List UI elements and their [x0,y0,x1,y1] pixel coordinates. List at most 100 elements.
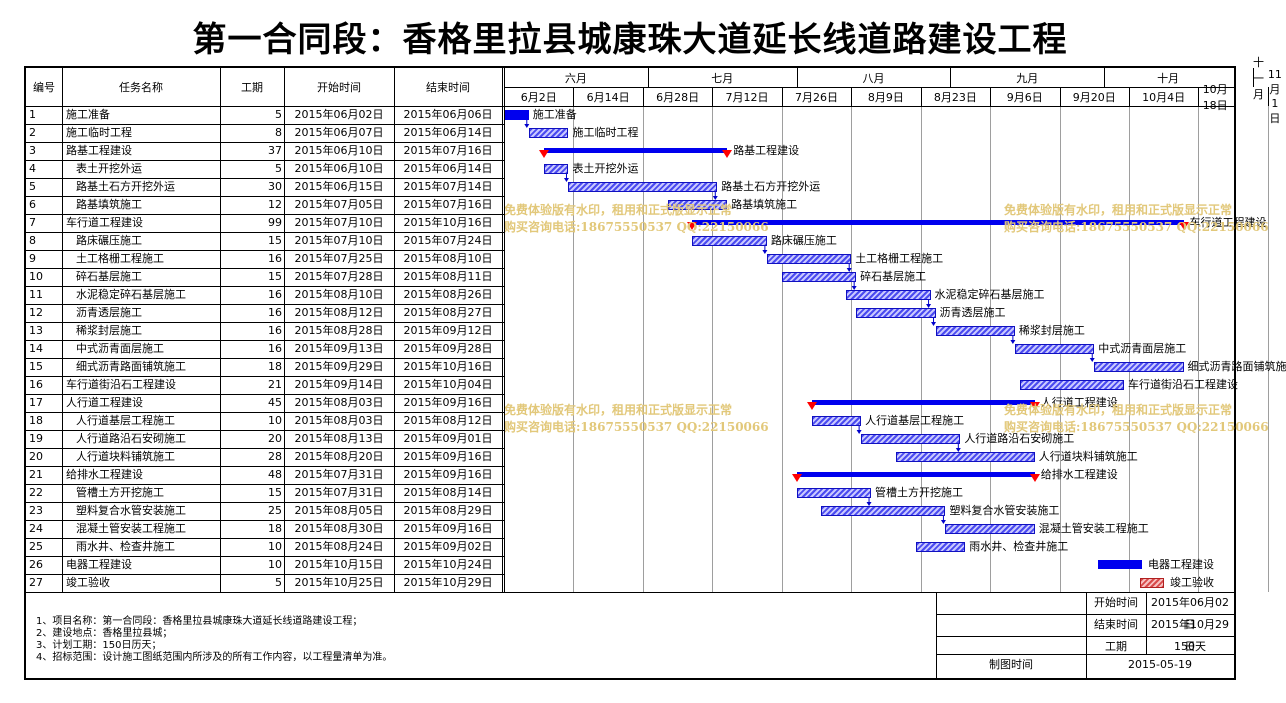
bar-label: 人行道基层工程施工 [865,414,965,427]
milestone-marker [1029,474,1040,482]
task-bar[interactable] [1019,380,1124,390]
milestone-marker [791,474,802,482]
week-label: 7月26日 [794,90,838,104]
grid-line [781,106,783,592]
task-bar[interactable] [528,128,569,138]
divider [26,358,504,359]
summary-bar[interactable] [811,400,1035,405]
task-duration: 5 [275,108,282,121]
task-bar[interactable] [568,182,718,192]
task-name: 给排水工程建设 [66,468,143,481]
task-bar[interactable] [543,164,569,174]
divider [796,68,798,87]
week-label: 9月20日 [1072,90,1116,104]
grid-line [851,106,853,592]
task-bar[interactable] [915,542,966,552]
task-id: 4 [29,162,36,175]
task-bar[interactable] [846,290,931,300]
task-bar[interactable] [766,254,852,264]
task-id: 15 [29,360,43,373]
task-duration: 48 [268,468,282,481]
task-id: 27 [29,576,43,589]
task-duration: 16 [268,288,282,301]
task-name: 施工临时工程 [66,126,132,139]
task-name: 管槽土方开挖施工 [76,486,164,499]
watermark: 免费体验版有水印，租用和正式版显示正常购买咨询电话:18675550537 QQ… [1004,203,1269,234]
task-bar[interactable] [811,416,862,426]
arrow-head [926,304,932,308]
task-bar[interactable] [821,506,946,516]
task-bar[interactable] [504,110,529,120]
grid-line [712,106,714,592]
task-bar[interactable] [945,524,1035,534]
divider [26,250,504,251]
divider [26,214,504,215]
duration-value: 150天 [1174,640,1206,653]
task-start: 2015年08月28日 [294,324,384,337]
grid-line [1128,106,1130,592]
task-bar[interactable] [796,488,872,498]
task-start: 2015年06月15日 [294,180,384,193]
task-bar[interactable] [692,236,767,246]
watermark: 免费体验版有水印，租用和正式版显示正常购买咨询电话:18675550537 QQ… [1004,403,1269,434]
week-label: 9月6日 [1006,90,1043,104]
divider [573,87,575,106]
task-start: 2015年07月10日 [294,216,384,229]
task-start: 2015年10月15日 [294,558,384,571]
bar-label: 表土开挖外运 [572,162,639,175]
summary-bar[interactable] [796,472,1035,477]
divider [26,124,504,125]
bar-label: 施工准备 [532,108,577,121]
task-name: 水泥稳定碎石基层施工 [76,288,186,301]
drawn-label: 制图时间 [989,658,1033,671]
task-bar[interactable] [856,308,936,318]
summary-bar[interactable] [543,148,728,153]
task-bar[interactable] [861,434,961,444]
task-bar[interactable] [935,326,1015,336]
task-bar[interactable] [781,272,857,282]
divider [284,68,285,592]
summary-bar[interactable] [692,220,1184,225]
task-duration: 5 [275,162,282,175]
task-duration: 12 [268,198,282,211]
arrow-head [955,448,961,452]
task-bar[interactable] [1014,344,1095,354]
task-end: 2015年06月14日 [403,126,493,139]
divider [26,160,504,161]
task-id: 2 [29,126,36,139]
task-bar[interactable] [1094,362,1184,372]
task-bar[interactable] [895,452,1035,462]
task-end: 2015年09月16日 [403,468,493,481]
task-bar[interactable] [667,200,728,210]
task-duration: 16 [268,252,282,265]
task-end: 2015年08月14日 [403,486,493,499]
milestone-marker [1178,222,1189,230]
